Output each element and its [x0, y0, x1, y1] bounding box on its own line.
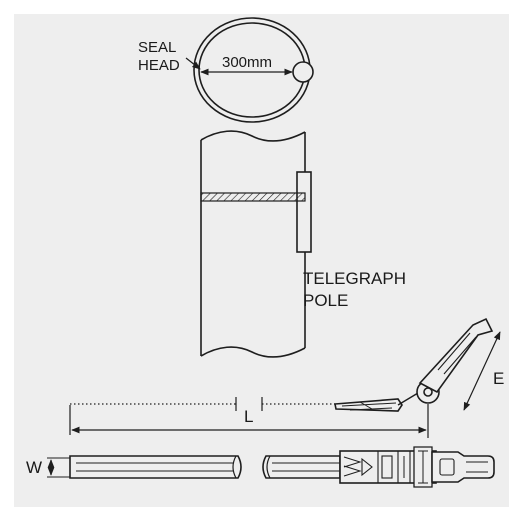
diameter-label: 300mm [222, 54, 273, 71]
end-label: E [493, 369, 505, 388]
pole-label-line2: POLE [303, 291, 349, 310]
pole-label-line1: TELEGRAPH [303, 269, 406, 288]
plan-view [185, 17, 314, 123]
seal-head-tab [431, 451, 495, 483]
pole-top-break [200, 130, 306, 142]
seal-top-view [47, 446, 495, 488]
seal-head-leader [185, 57, 201, 70]
length-label: L [244, 407, 254, 426]
strap-right-segment [262, 455, 341, 479]
width-label: W [26, 458, 43, 477]
seal-head-label-line2: HEAD [138, 57, 180, 74]
diagram-panel [14, 14, 509, 507]
mounted-plate [296, 171, 312, 253]
seal-head-label-line1: SEAL [138, 39, 177, 56]
length-dimension [69, 397, 429, 438]
seal-head-circle [292, 61, 314, 83]
seal-side-profile [334, 317, 501, 412]
seal-band [200, 192, 306, 202]
end-dimension-line [463, 331, 501, 411]
lock-arm [418, 317, 494, 394]
pole-bottom-break [200, 346, 306, 358]
telegraph-pole [200, 130, 312, 358]
strap-left-segment [69, 455, 242, 479]
